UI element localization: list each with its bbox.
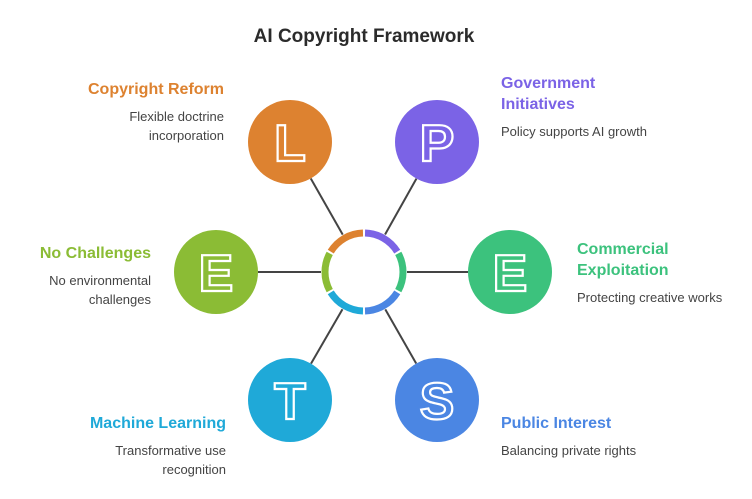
node-letter: E	[493, 245, 528, 303]
node-heading: Initiatives	[501, 96, 575, 113]
ring-segment	[364, 229, 401, 254]
connector-line	[309, 178, 344, 236]
node-description: Policy supports AI growth	[501, 124, 647, 139]
node-circle	[174, 230, 258, 314]
node-circle	[395, 100, 479, 184]
ring-segment	[364, 290, 401, 315]
node-circle	[248, 358, 332, 442]
framework-node: E No Challenges No environmental challenges	[40, 230, 258, 314]
diagram-title: AI Copyright Framework	[254, 26, 475, 47]
node-description: Balancing private rights	[501, 443, 637, 458]
node-heading: Government	[501, 75, 596, 92]
node-description: Flexible doctrine	[129, 109, 224, 124]
node-circle	[248, 100, 332, 184]
node-heading: Machine Learning	[90, 415, 226, 432]
ring-segment	[321, 251, 333, 293]
node-heading: Commercial	[577, 241, 669, 258]
node-heading: Public Interest	[501, 415, 612, 432]
node-heading: No Challenges	[40, 245, 151, 262]
node-description: recognition	[162, 462, 226, 477]
ring-segment	[327, 290, 364, 315]
node-heading: Exploitation	[577, 262, 669, 279]
center-ring	[258, 178, 468, 365]
node-circle	[395, 358, 479, 442]
ring-segment	[395, 251, 407, 293]
node-letter: L	[274, 115, 306, 173]
connector-line	[310, 308, 344, 365]
connector-line	[384, 178, 418, 235]
ring-segment	[327, 229, 364, 254]
node-description: Protecting creative works	[577, 290, 723, 305]
node-heading: Copyright Reform	[88, 81, 224, 98]
node-letter: S	[420, 373, 455, 431]
node-letter: E	[199, 245, 234, 303]
node-letter: P	[420, 115, 455, 173]
node-description: Transformative use	[115, 443, 226, 458]
node-letter: T	[274, 373, 306, 431]
node-description: challenges	[89, 292, 152, 307]
node-description: incorporation	[149, 128, 224, 143]
connector-line	[384, 308, 418, 365]
node-circle	[468, 230, 552, 314]
node-description: No environmental	[49, 273, 151, 288]
